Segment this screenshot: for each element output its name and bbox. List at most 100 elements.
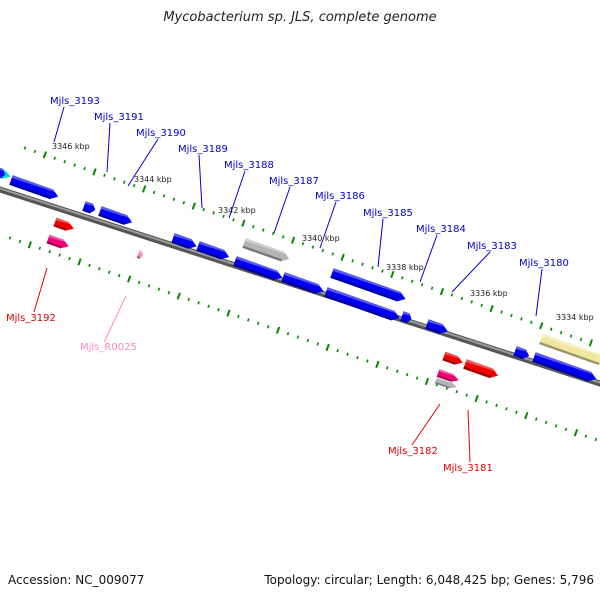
arrow-bevel	[438, 369, 456, 377]
scale-tick	[366, 359, 369, 363]
gene-arrow	[532, 352, 597, 382]
scale-tick	[321, 248, 325, 253]
gene-label: Mjls_3186	[315, 191, 365, 202]
scale-tick	[485, 400, 488, 404]
gene-label-leader	[451, 251, 491, 293]
gene-label-leader	[106, 122, 111, 173]
arrow-shadow	[400, 318, 408, 323]
scale-tick	[113, 177, 116, 181]
arrow-bevel	[436, 376, 454, 384]
scale-tick	[73, 163, 76, 167]
arrow-bevel	[55, 217, 71, 225]
arrow-shadow	[463, 366, 491, 379]
scale-tick	[152, 190, 156, 195]
genome-summary: Topology: circular; Length: 6,048,425 bp…	[264, 573, 594, 587]
scale-tick	[207, 304, 210, 309]
scale-tick	[554, 424, 558, 428]
gene-arrow	[82, 201, 96, 214]
scale-tick	[569, 334, 573, 338]
scale-tick	[584, 434, 588, 438]
arrow-body	[196, 241, 230, 260]
gene-label: Mjls_3180	[519, 258, 569, 269]
arrow-body	[463, 359, 498, 379]
scale-tick	[191, 202, 196, 210]
scale-tick	[439, 287, 445, 296]
scale-tick	[470, 300, 474, 304]
arrow-shadow	[434, 381, 450, 389]
scale-tick	[500, 310, 503, 314]
arrow-shadow	[242, 245, 282, 262]
arrow-bevel	[534, 352, 594, 375]
scale-tick	[92, 168, 97, 176]
gene-label: Mjls_3192	[6, 313, 56, 324]
scale-tick	[217, 308, 220, 312]
arrow-bevel	[427, 319, 445, 327]
arrow-shadow	[171, 240, 190, 249]
scale-tick	[559, 330, 563, 335]
arrow-shadow	[136, 256, 141, 259]
scale-tick	[88, 263, 91, 268]
scale-tick	[275, 326, 281, 334]
arrow-shadow	[330, 275, 399, 302]
scale-label: 3340 kbp	[302, 234, 340, 243]
scale-tick	[202, 207, 205, 212]
scale-tick	[351, 259, 354, 263]
gene-label: Mjls_3189	[178, 144, 228, 155]
gene-label: Mjls_3181	[443, 463, 493, 474]
scale-tick	[222, 214, 225, 219]
gene-label-leader	[273, 186, 291, 234]
gene-arrow	[171, 233, 197, 249]
pseudogene-arrow	[242, 238, 290, 262]
scale-tick	[33, 149, 37, 154]
scale-tick	[594, 437, 598, 442]
arrow-body	[9, 175, 59, 200]
arrow-bevel	[48, 234, 66, 243]
scale-tick	[247, 318, 250, 322]
gene-arrow	[513, 346, 530, 359]
arrow-shadow	[53, 224, 67, 231]
scale-tick	[450, 293, 454, 297]
arrow-bevel	[332, 268, 403, 295]
arrow-bevel	[84, 201, 94, 207]
scale-tick	[573, 429, 579, 437]
scale-tick	[132, 183, 136, 188]
scale-tick	[534, 417, 538, 421]
arrow-shadow	[442, 358, 456, 365]
gene-arrow	[425, 319, 448, 334]
scale-tick	[281, 235, 285, 239]
scale-tick	[8, 236, 12, 240]
gene-label-leader	[535, 268, 543, 317]
scale-label: 3338 kbp	[386, 263, 424, 272]
scale-tick	[424, 377, 430, 386]
scale-tick	[108, 270, 111, 274]
rna-gene-arrow	[463, 359, 498, 379]
gene-arrow	[9, 175, 59, 200]
scale-tick	[510, 313, 513, 318]
scale-tick	[430, 286, 434, 290]
arrow-body	[539, 333, 600, 366]
scale-tick	[588, 339, 593, 347]
arrow-bevel	[465, 359, 495, 372]
gene-label: Mjls_3193	[50, 96, 100, 107]
scale-tick	[123, 180, 126, 184]
scale-label: 3342 kbp	[218, 206, 256, 215]
scale-tick	[197, 301, 200, 305]
scale-tick	[301, 242, 305, 246]
scale-tick	[157, 287, 161, 291]
scale-tick	[290, 236, 296, 244]
scale-tick	[386, 366, 389, 370]
scale-tick	[375, 360, 380, 369]
gene-label: Mjls_3187	[269, 176, 319, 187]
gene-arrow	[324, 287, 400, 321]
gene-label-leader	[411, 403, 441, 446]
scale-tick	[505, 407, 508, 411]
gene-label-leader	[198, 154, 203, 209]
scale-tick	[515, 410, 518, 414]
rna-gene-arrow	[53, 217, 74, 231]
scale-tick	[401, 276, 404, 280]
scale-tick	[162, 194, 166, 198]
scale-tick	[480, 303, 483, 307]
ncrna-marker	[136, 250, 143, 259]
scale-tick	[237, 314, 240, 319]
scale-tick	[395, 369, 399, 373]
